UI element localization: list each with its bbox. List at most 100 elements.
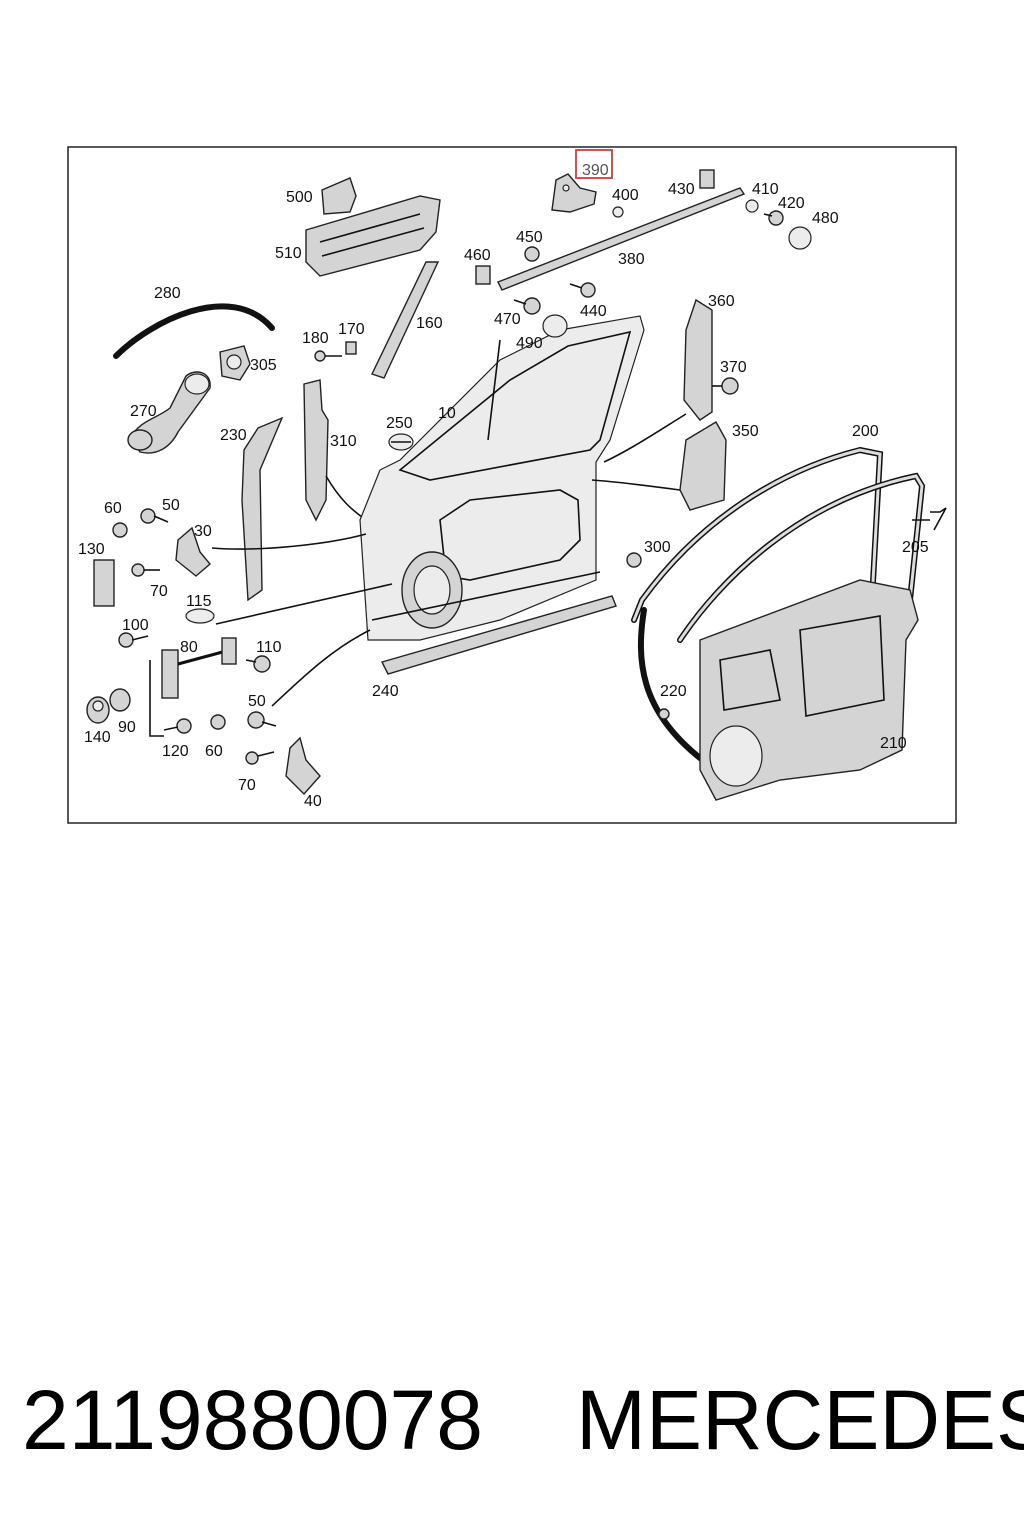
callout-140: 140 bbox=[84, 729, 111, 746]
part-number: 2119880078 bbox=[22, 1373, 483, 1467]
arrow-360 bbox=[603, 413, 687, 463]
callout-170: 170 bbox=[338, 321, 365, 338]
part-250-plug bbox=[388, 433, 414, 451]
callout-50-a: 50 bbox=[162, 497, 180, 514]
part-100-screw bbox=[118, 632, 149, 648]
part-390-bracket bbox=[551, 173, 597, 213]
callout-370: 370 bbox=[720, 359, 747, 376]
part-70-screw-b bbox=[245, 751, 275, 765]
part-305-clip bbox=[219, 345, 251, 381]
callout-120: 120 bbox=[162, 743, 189, 760]
callout-270: 270 bbox=[130, 403, 157, 420]
highlight-box bbox=[575, 149, 613, 179]
arrow-115 bbox=[215, 583, 393, 625]
callout-160: 160 bbox=[416, 315, 443, 332]
callout-430: 430 bbox=[668, 181, 695, 198]
callout-500: 500 bbox=[286, 189, 313, 206]
arrow-10 bbox=[487, 339, 501, 441]
arrow-50 bbox=[271, 629, 371, 707]
part-460-clip bbox=[475, 265, 491, 285]
callout-200: 200 bbox=[852, 423, 879, 440]
callout-390-highlighted: 390 bbox=[575, 149, 613, 179]
arrow-30 bbox=[211, 533, 367, 550]
part-410-washer bbox=[745, 199, 759, 213]
part-480-grommet bbox=[788, 226, 812, 250]
part-220-door-seal bbox=[637, 607, 703, 761]
callout-360: 360 bbox=[708, 293, 735, 310]
callout-220: 220 bbox=[660, 683, 687, 700]
callout-30: 30 bbox=[194, 523, 212, 540]
callout-210: 210 bbox=[880, 735, 907, 752]
callout-380: 380 bbox=[618, 251, 645, 268]
callout-300: 300 bbox=[644, 539, 671, 556]
callout-460: 460 bbox=[464, 247, 491, 264]
callout-310: 310 bbox=[330, 433, 357, 450]
callout-50-b: 50 bbox=[248, 693, 266, 710]
callout-400: 400 bbox=[612, 187, 639, 204]
part-430-clip bbox=[699, 169, 715, 189]
part-60-nut-a bbox=[112, 522, 128, 538]
part-270-hose bbox=[127, 371, 211, 454]
callout-410: 410 bbox=[752, 181, 779, 198]
callout-40: 40 bbox=[304, 793, 322, 810]
callout-240: 240 bbox=[372, 683, 399, 700]
part-370-screw bbox=[712, 377, 739, 395]
part-360-panel bbox=[683, 298, 713, 421]
part-310-insulation bbox=[303, 379, 329, 522]
arrow-350 bbox=[591, 479, 681, 491]
part-400-clip bbox=[612, 206, 624, 218]
callout-440: 440 bbox=[580, 303, 607, 320]
part-205-clip bbox=[912, 507, 947, 531]
part-210-inner-panel bbox=[699, 579, 919, 801]
part-450-nut bbox=[524, 246, 540, 262]
part-470-screw bbox=[513, 297, 541, 315]
callout-90: 90 bbox=[118, 719, 136, 736]
callout-110: 110 bbox=[256, 639, 282, 656]
part-115-plug bbox=[185, 608, 215, 624]
callout-350: 350 bbox=[732, 423, 759, 440]
part-90-nut bbox=[109, 688, 131, 712]
callout-470: 470 bbox=[494, 311, 521, 328]
part-420-screw bbox=[763, 210, 784, 226]
part-280-seal-strip bbox=[113, 303, 275, 359]
brand-name: MERCEDES bbox=[576, 1373, 1024, 1467]
part-80-check-strap bbox=[161, 637, 237, 699]
bracket-80 bbox=[149, 660, 164, 737]
part-50-screw-b bbox=[247, 711, 277, 729]
callout-115: 115 bbox=[186, 593, 212, 610]
part-170-clip bbox=[345, 341, 357, 355]
door-parts-diagram: 500 510 280 180 170 160 305 270 230 310 … bbox=[67, 146, 957, 824]
part-70-screw-a bbox=[131, 563, 160, 577]
part-380-channel bbox=[497, 187, 746, 291]
callout-480: 480 bbox=[812, 210, 839, 227]
part-300-plug bbox=[626, 552, 642, 568]
callout-510: 510 bbox=[275, 245, 302, 262]
part-240-sill-strip bbox=[380, 595, 617, 675]
part-180-screw bbox=[314, 350, 342, 362]
part-230-pillar-trim bbox=[241, 416, 284, 602]
part-130-stopper bbox=[93, 559, 115, 607]
callout-205: 205 bbox=[902, 539, 929, 556]
callout-labels: 500 510 280 180 170 160 305 270 230 310 … bbox=[78, 181, 929, 810]
part-140-bushing bbox=[86, 696, 110, 724]
part-440-screw bbox=[569, 282, 596, 298]
callout-490: 490 bbox=[516, 335, 543, 352]
callout-60-a: 60 bbox=[104, 500, 122, 517]
part-40-hinge bbox=[285, 736, 321, 796]
callout-420: 420 bbox=[778, 195, 805, 212]
callout-305: 305 bbox=[250, 357, 277, 374]
footer: 2119880078 MERCEDES bbox=[0, 1370, 1024, 1480]
part-50-screw-a bbox=[140, 508, 169, 524]
callout-100: 100 bbox=[122, 617, 149, 634]
callout-70-b: 70 bbox=[238, 777, 256, 794]
callout-10: 10 bbox=[438, 405, 456, 422]
part-30-hinge bbox=[175, 526, 211, 577]
part-500-510-carrier bbox=[305, 177, 441, 277]
part-120-screw bbox=[163, 718, 192, 734]
callout-130: 130 bbox=[78, 541, 105, 558]
part-60-nut-b bbox=[210, 714, 226, 730]
part-490-grommet bbox=[542, 314, 568, 338]
callout-80: 80 bbox=[180, 639, 198, 656]
callout-230: 230 bbox=[220, 427, 247, 444]
part-110-screw bbox=[245, 655, 271, 673]
